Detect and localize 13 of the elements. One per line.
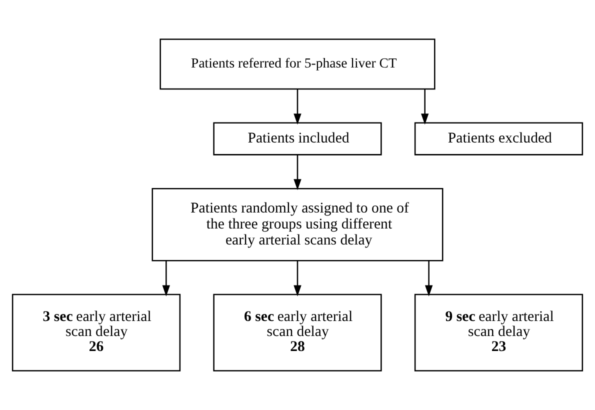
node-box: 3 sec early arterial scan delay 26 bbox=[12, 294, 181, 372]
arrow bbox=[162, 260, 170, 296]
node-box: 9 sec early arterial scan delay 23 bbox=[414, 294, 584, 372]
node-box: Patients randomly assigned to one of the three groups using different early arterial scans delay bbox=[152, 188, 444, 262]
arrow bbox=[294, 89, 302, 125]
arrow bbox=[421, 89, 429, 125]
arrow bbox=[294, 154, 302, 190]
node-box: Patients included bbox=[213, 122, 382, 156]
node-box: 6 sec early arterial scan delay 28 bbox=[213, 294, 382, 372]
node-box: Patients excluded bbox=[414, 122, 584, 156]
arrow bbox=[294, 260, 302, 296]
node-box: Patients referred for 5-phase liver CT bbox=[160, 38, 436, 90]
arrow bbox=[424, 260, 433, 296]
